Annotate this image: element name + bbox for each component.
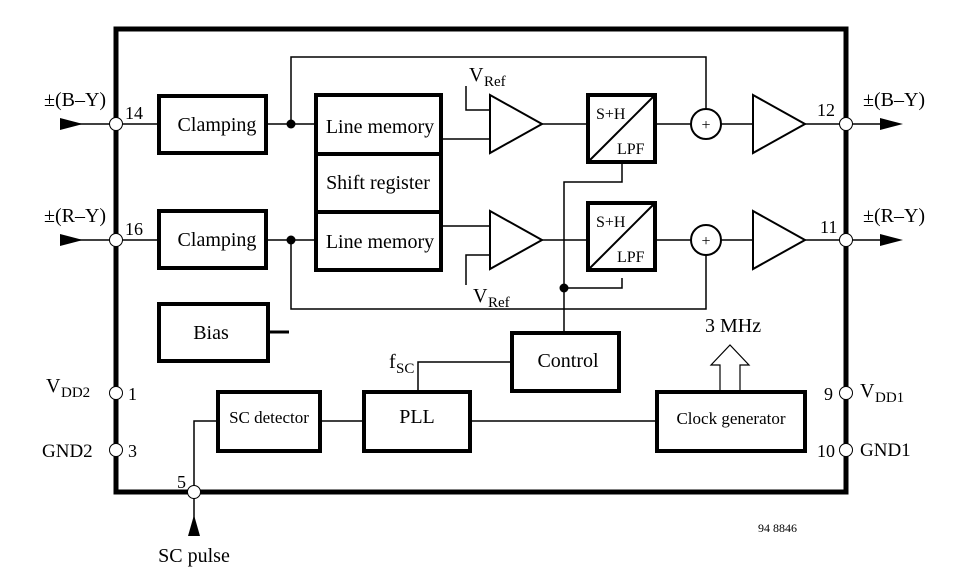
vref-label-top: V Ref	[469, 64, 506, 90]
wire-control-to-lpf-top	[563, 162, 623, 333]
block-clamping-top: Clamping	[157, 94, 268, 155]
block-clamping-bottom: Clamping	[157, 209, 268, 270]
amplifier-bottom-icon	[489, 209, 545, 271]
block-sc-detector: SC detector	[216, 390, 322, 453]
svg-text:10: 10	[817, 441, 835, 461]
arrow-in-by-icon	[60, 118, 83, 130]
pin-11-out-ry: 11 ±(R–Y)	[820, 205, 925, 247]
wire-vref-top	[465, 86, 490, 111]
svg-text:9: 9	[824, 384, 833, 404]
block-line-memory-top: Line memory	[326, 116, 434, 138]
svg-text:±(B–Y): ±(B–Y)	[863, 89, 925, 111]
svg-text:LPF: LPF	[617, 249, 645, 266]
junction-dot-bottom	[286, 235, 296, 245]
pin-12-out-by: 12 ±(B–Y)	[817, 89, 925, 131]
pin-16-in-ry: 16 ±(R–Y)	[44, 205, 143, 247]
arrow-in-ry-icon	[60, 234, 83, 246]
figure-id: 94 8846	[758, 521, 797, 535]
wire-bypass-top	[290, 56, 707, 124]
svg-text:16: 16	[125, 219, 143, 239]
block-control: Control	[510, 331, 621, 393]
block-sh-lpf-bottom: S+H LPF	[586, 201, 657, 272]
svg-text:V: V	[469, 64, 484, 86]
arrow-out-ry-icon	[880, 234, 903, 246]
wire-bypass-bottom	[290, 240, 707, 310]
fsc-label: f SC	[389, 351, 414, 377]
svg-text:+: +	[701, 117, 710, 134]
wire-control-to-lpf-bottom	[564, 278, 623, 289]
svg-text:GND1: GND1	[860, 440, 911, 461]
pin-14-in-by: 14 ±(B–Y)	[44, 89, 143, 131]
svg-text:11: 11	[820, 217, 837, 237]
svg-text:DD1: DD1	[875, 390, 904, 406]
svg-text:f: f	[389, 351, 396, 373]
arrow-sc-pulse-icon	[188, 515, 200, 536]
junction-dot-top	[286, 119, 296, 129]
svg-text:14: 14	[125, 103, 143, 123]
wire-pll-to-control	[417, 361, 512, 392]
summing-junction-top: +	[690, 108, 722, 140]
svg-text:5: 5	[177, 472, 186, 492]
summing-junction-bottom: +	[690, 224, 722, 256]
pin-5-sc-pulse: 5 SC pulse	[158, 472, 230, 567]
svg-text:±(R–Y): ±(R–Y)	[44, 205, 106, 227]
svg-text:Control: Control	[537, 350, 599, 372]
junction-dot-control	[559, 283, 569, 293]
svg-text:12: 12	[817, 100, 835, 120]
pin-1-vdd2: 1 V DD2	[46, 375, 137, 404]
block-clock-generator: Clock generator	[655, 390, 807, 453]
block-label: Clamping	[178, 229, 257, 251]
svg-text:S+H: S+H	[596, 214, 626, 231]
wire-scpulse-to-scdet	[193, 420, 218, 492]
svg-text:V: V	[860, 380, 875, 402]
svg-text:Bias: Bias	[193, 322, 229, 344]
block-pll: PLL	[362, 390, 472, 453]
block-line-memory-bottom: Line memory	[326, 231, 434, 253]
svg-text:Ref: Ref	[488, 295, 510, 311]
svg-text:GND2: GND2	[42, 441, 93, 462]
amplifier-top-icon	[489, 93, 545, 155]
wire-vref-bottom	[465, 254, 490, 285]
block-sh-lpf-top: S+H LPF	[586, 93, 657, 164]
pin-10-gnd1: 10 GND1	[817, 440, 911, 461]
pin-9-vdd1: 9 V DD1	[824, 380, 904, 406]
svg-text:±(R–Y): ±(R–Y)	[863, 205, 925, 227]
svg-text:V: V	[473, 285, 488, 307]
svg-text:SC: SC	[396, 361, 414, 377]
svg-text:DD2: DD2	[61, 385, 90, 401]
block-label: Clamping	[178, 114, 257, 136]
svg-text:Ref: Ref	[484, 74, 506, 90]
output-amplifier-top-icon	[752, 93, 808, 155]
svg-text:S+H: S+H	[596, 106, 626, 123]
output-amplifier-bottom-icon	[752, 209, 808, 271]
arrow-out-by-icon	[880, 118, 903, 130]
pin-3-gnd2: 3 GND2	[42, 441, 137, 462]
svg-text:±(B–Y): ±(B–Y)	[44, 89, 106, 111]
svg-text:V: V	[46, 375, 61, 397]
vref-label-bottom: V Ref	[473, 285, 510, 311]
block-bias: Bias	[157, 302, 270, 363]
svg-text:SC pulse: SC pulse	[158, 545, 230, 567]
block-memory-stack: Line memory Shift register Line memory	[314, 93, 443, 272]
arrow-3mhz-output-icon	[709, 344, 751, 393]
svg-text:Clock generator: Clock generator	[676, 409, 785, 428]
svg-text:1: 1	[128, 384, 137, 404]
svg-text:PLL: PLL	[399, 406, 435, 428]
clock-frequency-label: 3 MHz	[705, 315, 761, 337]
svg-text:+: +	[701, 233, 710, 250]
ic-package-outline	[113, 26, 849, 495]
svg-text:SC detector: SC detector	[229, 408, 309, 427]
block-shift-register: Shift register	[326, 172, 430, 194]
svg-text:3: 3	[128, 441, 137, 461]
wires	[70, 56, 880, 532]
svg-text:LPF: LPF	[617, 141, 645, 158]
